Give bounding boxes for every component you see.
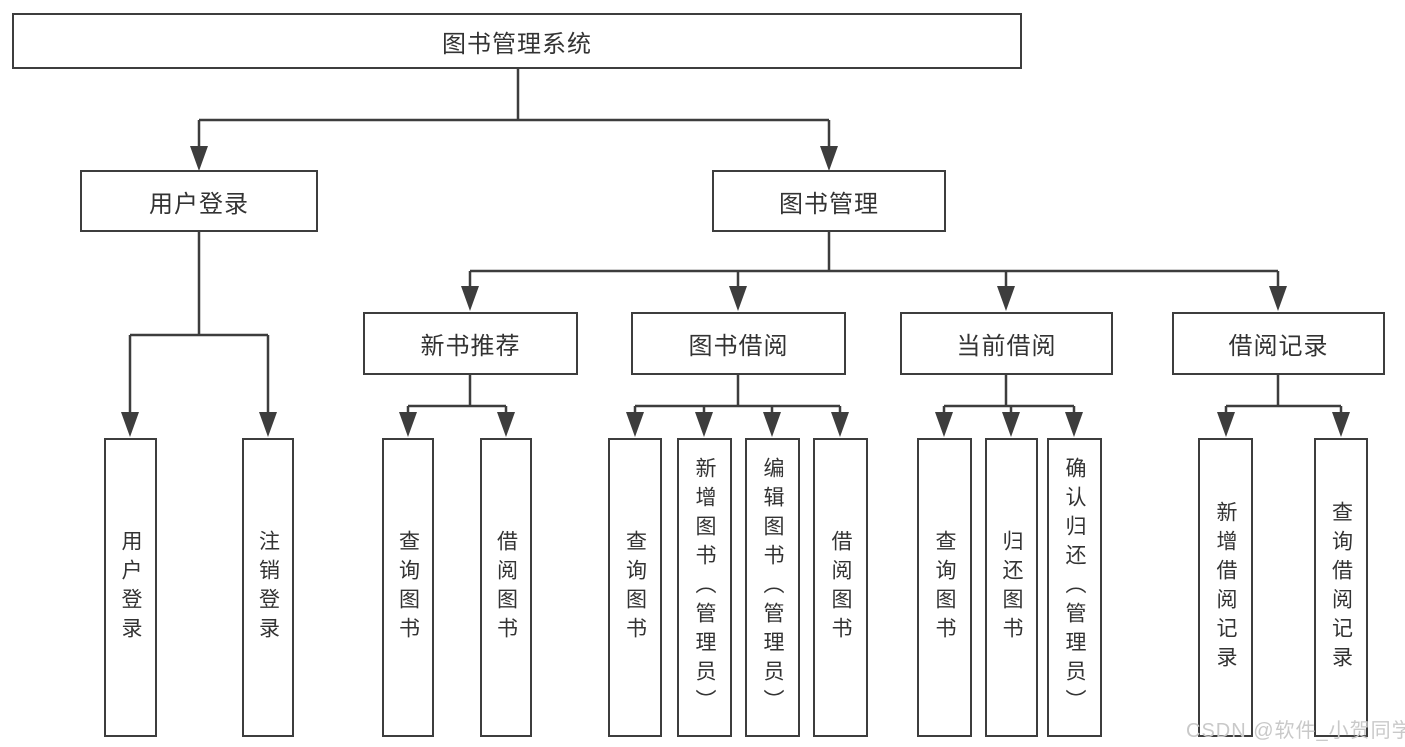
- arrow-down-icon: [121, 412, 139, 437]
- node-new-book-recommend: 新书推荐: [363, 312, 578, 375]
- arrow-down-icon: [1065, 412, 1083, 437]
- connector-book-borrow-branch: [633, 375, 842, 414]
- node-label: 当前借阅: [956, 333, 1057, 360]
- csdn-watermark: CSDN @软件_小贺同学: [1186, 720, 1405, 742]
- node-label: 查询图书: [623, 529, 647, 646]
- leaf-add-borrow-record: 新增借阅记录: [1198, 438, 1253, 737]
- node-label: 确认归还（管理员）: [1063, 457, 1086, 718]
- node-label: 图书管理系统: [442, 30, 592, 58]
- node-label: 借阅图书: [829, 529, 852, 646]
- leaf-logout: 注销登录: [242, 438, 294, 737]
- connector-book-management-branch: [468, 232, 1280, 288]
- arrow-down-icon: [626, 412, 644, 437]
- leaf-add-book-admin: 新增图书（管理员）: [677, 438, 732, 737]
- leaf-query-books-recommend: 查询图书: [382, 438, 434, 737]
- node-label: 新增图书（管理员）: [693, 457, 716, 718]
- node-label: 新增借阅记录: [1214, 500, 1237, 675]
- node-borrow-records: 借阅记录: [1172, 312, 1385, 375]
- arrow-down-icon: [1332, 412, 1350, 437]
- node-label: 借阅记录: [1228, 333, 1329, 360]
- leaf-borrow-books-borrow: 借阅图书: [813, 438, 868, 737]
- node-book-borrow: 图书借阅: [631, 312, 846, 375]
- arrow-down-icon: [997, 286, 1015, 311]
- arrow-down-icon: [820, 146, 838, 171]
- leaf-query-books-current: 查询图书: [917, 438, 972, 737]
- connector-current-borrow-branch: [942, 375, 1076, 414]
- node-label: 图书借阅: [688, 333, 789, 360]
- arrow-down-icon: [399, 412, 417, 437]
- arrow-down-icon: [259, 412, 277, 437]
- arrow-down-icon: [497, 412, 515, 437]
- node-label: 图书管理: [779, 190, 879, 218]
- arrow-down-icon: [935, 412, 953, 437]
- node-label: 归还图书: [1000, 529, 1023, 646]
- arrow-down-icon: [1002, 412, 1020, 437]
- node-label: 借阅图书: [494, 529, 518, 646]
- leaf-edit-book-admin: 编辑图书（管理员）: [745, 438, 800, 737]
- leaf-user-login: 用户登录: [104, 438, 157, 737]
- node-label: 用户登录: [149, 190, 249, 218]
- node-label: 用户登录: [119, 529, 142, 646]
- arrow-down-icon: [695, 412, 713, 437]
- node-current-borrow: 当前借阅: [900, 312, 1113, 375]
- arrow-down-icon: [1217, 412, 1235, 437]
- node-label: 查询图书: [933, 529, 956, 646]
- node-root-system: 图书管理系统: [12, 13, 1022, 69]
- arrow-down-icon: [763, 412, 781, 437]
- node-label: 查询借阅记录: [1329, 500, 1353, 675]
- connector-root-branch: [197, 69, 831, 148]
- connector-new-book-branch: [406, 375, 508, 414]
- leaf-return-book: 归还图书: [985, 438, 1038, 737]
- node-label: 新书推荐: [420, 333, 521, 360]
- arrow-down-icon: [461, 286, 479, 311]
- leaf-query-borrow-record: 查询借阅记录: [1314, 438, 1368, 737]
- arrow-down-icon: [1269, 286, 1287, 311]
- arrow-down-icon: [190, 146, 208, 171]
- node-label: 编辑图书（管理员）: [761, 457, 784, 718]
- leaf-borrow-books-recommend: 借阅图书: [480, 438, 532, 737]
- leaf-confirm-return-admin: 确认归还（管理员）: [1047, 438, 1102, 737]
- node-label: 查询图书: [396, 529, 420, 646]
- arrow-down-icon: [729, 286, 747, 311]
- connector-borrow-records-branch: [1224, 375, 1343, 414]
- leaf-query-books-borrow: 查询图书: [608, 438, 662, 737]
- node-label: 注销登录: [256, 529, 280, 646]
- node-book-management: 图书管理: [712, 170, 946, 232]
- arrowheads: [121, 146, 1350, 437]
- connector-user-login-branch: [128, 232, 270, 414]
- node-user-login: 用户登录: [80, 170, 318, 232]
- arrow-down-icon: [831, 412, 849, 437]
